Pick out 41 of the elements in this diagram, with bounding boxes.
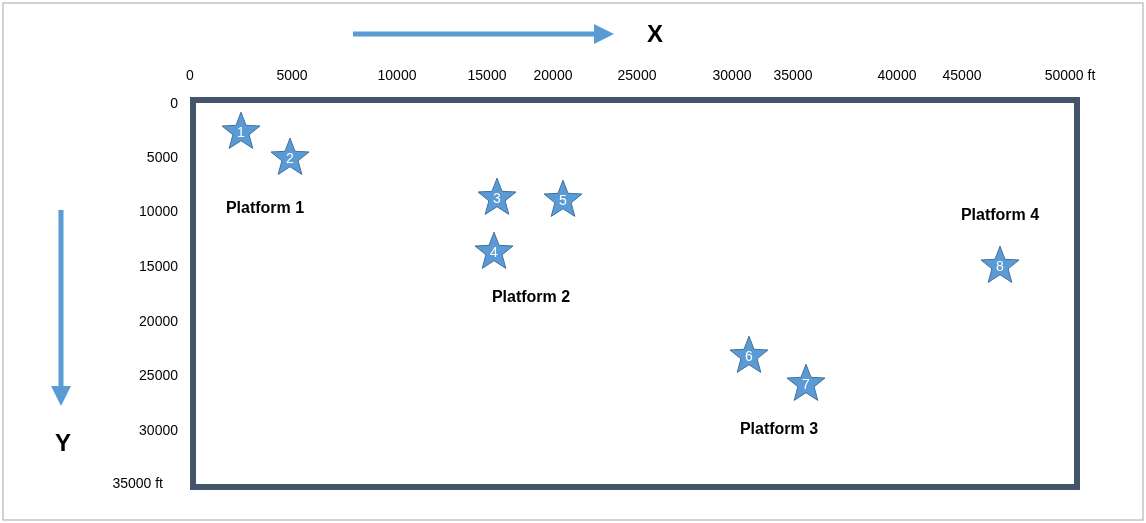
star-marker <box>542 178 584 219</box>
well-number: 8 <box>996 258 1004 275</box>
tick-label: 20000 <box>139 313 178 329</box>
tick-label: 35000 ft <box>112 475 163 491</box>
tick-label: 15000 <box>467 67 507 83</box>
tick-label: 45000 <box>942 67 982 83</box>
star-marker <box>220 110 262 151</box>
tick-label: 10000 <box>377 67 417 83</box>
tick-label: 25000 <box>617 67 657 83</box>
tick-label: 40000 <box>877 67 917 83</box>
axis-title: Y <box>55 429 71 457</box>
well-number: 4 <box>490 244 498 261</box>
well-number: 2 <box>286 150 294 167</box>
axis-title: X <box>647 20 663 48</box>
star-marker <box>728 334 770 375</box>
tick-label: 35000 <box>773 67 813 83</box>
tick-label: 30000 <box>712 67 752 83</box>
platform-label: Platform 1 <box>225 199 305 217</box>
tick-label: 0 <box>170 95 178 111</box>
tick-label: 30000 <box>139 422 178 438</box>
platform-label: Platform 2 <box>491 288 571 306</box>
tick-label: 5000 <box>146 149 178 165</box>
tick-label: 25000 <box>139 367 178 383</box>
well-number: 5 <box>559 192 567 209</box>
star-marker <box>269 136 311 177</box>
well-number: 3 <box>493 190 501 207</box>
tick-label: 50000 ft <box>1044 67 1096 83</box>
star-marker <box>476 176 518 217</box>
tick-label: 20000 <box>533 67 573 83</box>
platform-label: Platform 3 <box>739 420 819 438</box>
well-number: 6 <box>745 348 753 365</box>
tick-label: 0 <box>186 67 194 83</box>
tick-label: 5000 <box>276 67 308 83</box>
star-marker <box>785 362 827 403</box>
well-number: 7 <box>802 376 810 393</box>
tick-label: 15000 <box>139 258 178 274</box>
star-marker <box>979 244 1021 285</box>
well-number: 1 <box>237 124 245 141</box>
platform-label: Platform 4 <box>960 206 1040 224</box>
star-marker <box>473 230 515 271</box>
tick-label: 10000 <box>139 203 178 219</box>
